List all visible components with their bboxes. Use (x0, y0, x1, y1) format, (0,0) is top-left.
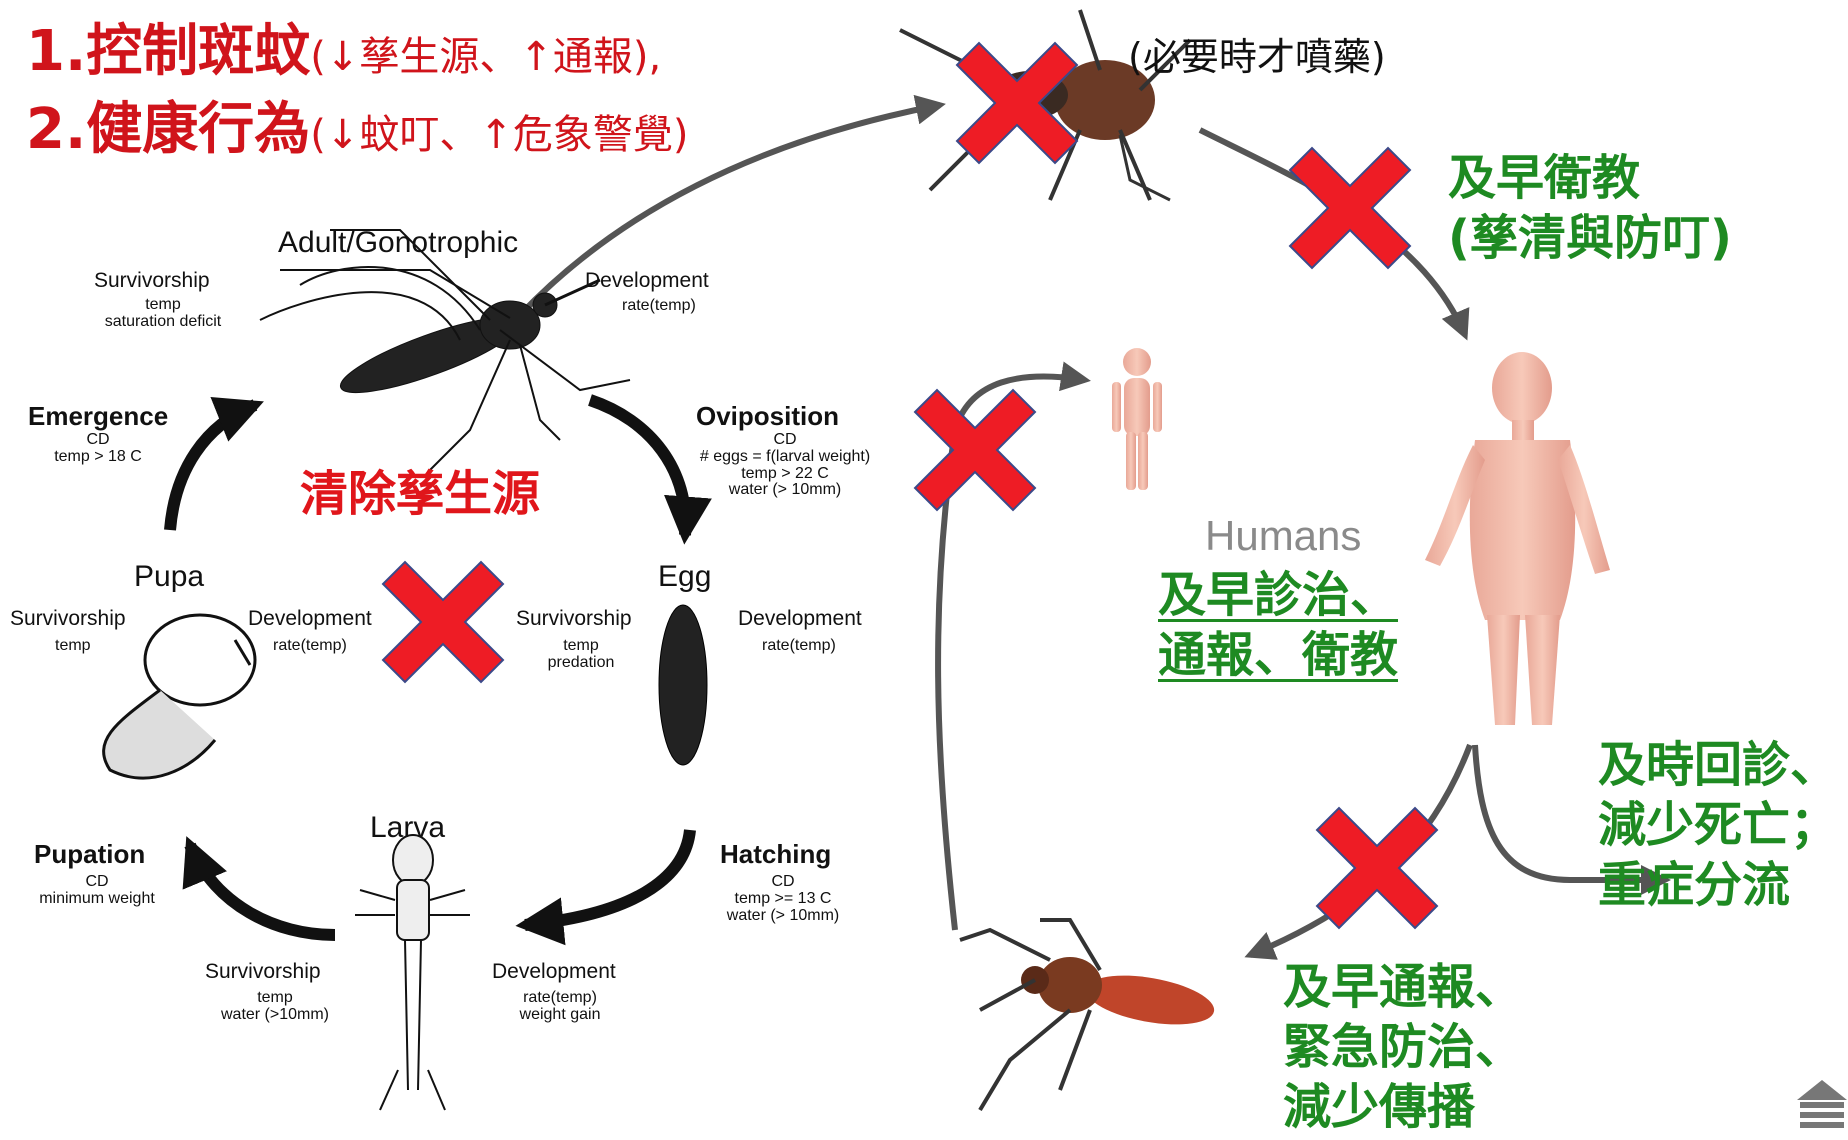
pupa-drawing (104, 615, 255, 778)
pupation-detail-1: CD (22, 874, 172, 891)
egg-survivorship: Survivorship (516, 608, 632, 630)
larva-development-detail-1: rate(temp) (505, 990, 615, 1007)
early-report-line-3: 減少傳播 (1283, 1077, 1523, 1137)
oviposition-detail-4: water (> 10mm) (685, 482, 885, 499)
cross-breeding-sources (383, 562, 503, 682)
larva-development-detail: rate(temp) weight gain (505, 990, 615, 1024)
early-education-line-1: 及早衛教 (1448, 148, 1732, 208)
early-report-text: 及早通報、 緊急防治、 減少傳播 (1283, 957, 1523, 1137)
pupa-title: Pupa (134, 560, 204, 595)
adult-survivorship-detail-2: saturation deficit (88, 314, 238, 331)
adult-title: Adult/Gonotrophic (278, 226, 518, 261)
large-human-figure (1425, 352, 1610, 725)
cross-bottom-mosquito (1317, 808, 1437, 928)
timely-revisit-line-2: 減少死亡； (1598, 795, 1838, 855)
emergence-title: Emergence (28, 402, 168, 432)
larva-development-detail-2: weight gain (505, 1007, 615, 1024)
pupation-detail: CD minimum weight (22, 874, 172, 908)
emergence-detail: CD temp > 18 C (38, 432, 158, 466)
timely-revisit-line-1: 及時回診、 (1598, 735, 1838, 795)
emergence-detail-2: temp > 18 C (38, 449, 158, 466)
pupa-survivorship-detail: temp (55, 638, 91, 655)
arrow-pupation (190, 845, 335, 935)
early-treatment-line-2: 通報、衛教 (1158, 625, 1398, 685)
egg-development: Development (738, 608, 862, 630)
small-human-figure (1112, 348, 1162, 490)
title-line-1: 1.控制斑蚊(↓孳生源、↑通報), (26, 20, 661, 84)
adult-survivorship-detail-1: temp (88, 297, 238, 314)
early-report-line-1: 及早通報、 (1283, 957, 1523, 1017)
clear-breeding-label: 清除孳生源 (300, 467, 540, 522)
hatching-detail-3: water (> 10mm) (718, 908, 848, 925)
larva-survivorship-detail-1: temp (205, 990, 345, 1007)
title-line-2: 2.健康行為(↓蚊叮、↑危象警覺) (26, 98, 689, 162)
hatching-detail: CD temp >= 13 C water (> 10mm) (718, 874, 848, 924)
oviposition-detail-1: CD (685, 432, 885, 449)
cross-early-education (1290, 148, 1410, 268)
home-icon (1797, 1080, 1847, 1128)
oviposition-detail: CD # eggs = f(larval weight) temp > 22 C… (685, 432, 885, 499)
egg-survivorship-detail-1: temp (536, 638, 626, 655)
arrow-hatching (525, 830, 690, 925)
early-education-line-2: (孳清與防叮) (1448, 208, 1732, 268)
early-report-line-2: 緊急防治、 (1283, 1017, 1523, 1077)
pupation-title: Pupation (34, 840, 145, 870)
adult-survivorship: Survivorship (94, 270, 210, 292)
egg-drawing (659, 605, 707, 765)
larva-survivorship-detail-2: water (>10mm) (205, 1007, 345, 1024)
early-treatment-line-1: 及早診治、 (1158, 565, 1398, 625)
adult-survivorship-detail: temp saturation deficit (88, 297, 238, 331)
egg-title: Egg (658, 560, 711, 595)
pupa-survivorship: Survivorship (10, 608, 126, 630)
egg-survivorship-detail-2: predation (536, 655, 626, 672)
arrow-emergence (170, 405, 255, 530)
adult-development-detail: rate(temp) (622, 298, 696, 315)
pupa-development-detail: rate(temp) (273, 638, 347, 655)
larva-survivorship-detail: temp water (>10mm) (205, 990, 345, 1024)
early-education-text: 及早衛教 (孳清與防叮) (1448, 148, 1732, 268)
egg-survivorship-detail: temp predation (536, 638, 626, 672)
arrow-oviposition (590, 400, 685, 535)
egg-development-detail: rate(temp) (762, 638, 836, 655)
bottom-mosquito-drawing (960, 920, 1218, 1110)
title-line-2-main: 2.健康行為 (26, 97, 310, 162)
early-treatment-text: 及早診治、 通報、衛教 (1158, 565, 1398, 685)
hatching-detail-2: temp >= 13 C (718, 891, 848, 908)
adult-development: Development (585, 270, 709, 292)
timely-revisit-text: 及時回診、 減少死亡； 重症分流 (1598, 735, 1838, 915)
hatching-detail-1: CD (718, 874, 848, 891)
larva-development: Development (492, 961, 616, 983)
hatching-title: Hatching (720, 840, 831, 870)
oviposition-detail-2: # eggs = f(larval weight) (685, 449, 885, 466)
larva-title: Larva (370, 811, 445, 846)
oviposition-title: Oviposition (696, 402, 839, 432)
oviposition-detail-3: temp > 22 C (685, 466, 885, 483)
timely-revisit-line-3: 重症分流 (1598, 855, 1838, 915)
title-line-2-paren: (↓蚊叮、↑危象警覺) (310, 112, 688, 158)
humans-label: Humans (1205, 512, 1361, 560)
pupa-development: Development (248, 608, 372, 630)
cross-small-human (915, 390, 1035, 510)
emergence-detail-1: CD (38, 432, 158, 449)
title-line-1-main: 1.控制斑蚊 (26, 19, 310, 84)
larva-drawing (355, 835, 470, 1110)
spray-note: (必要時才噴藥) (1128, 36, 1386, 80)
title-line-1-paren: (↓孳生源、↑通報), (310, 34, 661, 80)
larva-survivorship: Survivorship (205, 961, 321, 983)
pupation-detail-2: minimum weight (22, 891, 172, 908)
